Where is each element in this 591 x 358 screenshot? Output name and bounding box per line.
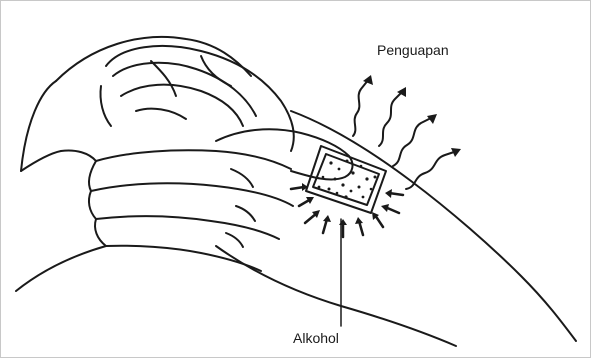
finger-4 — [106, 246, 261, 271]
finger-1 — [96, 150, 291, 169]
sleeve-fold-3 — [151, 61, 176, 96]
evaporation-wave-3 — [393, 117, 433, 166]
alcohol-label: Alkohol — [293, 331, 339, 345]
sleeve-fold-2 — [121, 85, 243, 126]
evaporation-wave-2 — [379, 91, 403, 146]
sleeve-fold-6 — [100, 86, 111, 126]
wrist-bottom — [16, 246, 106, 291]
knuckle-crease-1 — [231, 169, 253, 187]
evaporation-wave-4 — [406, 151, 457, 189]
sleeve-fold-4 — [201, 56, 231, 86]
sleeve-outer — [106, 46, 294, 151]
shoulder-outline — [56, 37, 251, 81]
palm-edge — [61, 150, 106, 246]
finger-3 — [96, 216, 279, 239]
back-outline — [21, 81, 56, 171]
evaporation-label: Penguapan — [377, 43, 449, 57]
knuckle-crease-3 — [226, 233, 243, 247]
sleeve-fold-5 — [136, 109, 186, 119]
evaporation-wave-1 — [353, 79, 369, 136]
knuckle-crease-2 — [236, 206, 255, 221]
heat-arrows — [291, 187, 403, 237]
finger-2 — [91, 183, 293, 206]
wrist — [21, 151, 61, 171]
